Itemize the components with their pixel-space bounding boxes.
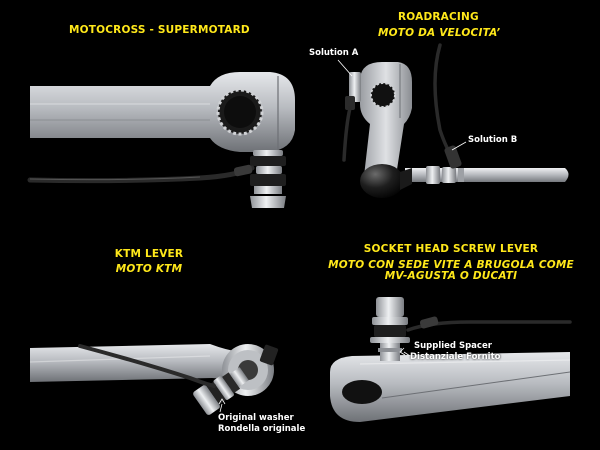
motocross-title: MOTOCROSS - SUPERMOTARD <box>69 24 250 36</box>
roadracing-lever-illustration <box>337 43 569 198</box>
washer-label-it: Rondella originale <box>218 424 306 434</box>
socket-title: SOCKET HEAD SCREW LEVER <box>363 243 539 255</box>
solution-b-label: Solution B <box>468 135 518 145</box>
socket-subtitle-line2: MV-AGUSTA O DUCATI <box>384 270 518 282</box>
socket-head-lever-illustration <box>330 297 572 422</box>
ktm-subtitle: MOTO KTM <box>115 263 183 275</box>
roadracing-subtitle: MOTO DA VELOCITA’ <box>378 27 501 39</box>
roadracing-title: ROADRACING <box>398 11 479 23</box>
washer-label-en: Original washer <box>218 413 294 423</box>
spacer-label-it: Distanziale Fornito <box>410 352 501 362</box>
spacer-label-en: Supplied Spacer <box>414 341 492 351</box>
ktm-title: KTM LEVER <box>114 248 184 260</box>
solution-a-label: Solution A <box>309 48 359 58</box>
socket-subtitle-line1: MOTO CON SEDE VITE A BRUGOLA COME <box>328 259 574 271</box>
ktm-lever-illustration <box>29 344 279 415</box>
motocross-lever-illustration <box>27 72 295 208</box>
